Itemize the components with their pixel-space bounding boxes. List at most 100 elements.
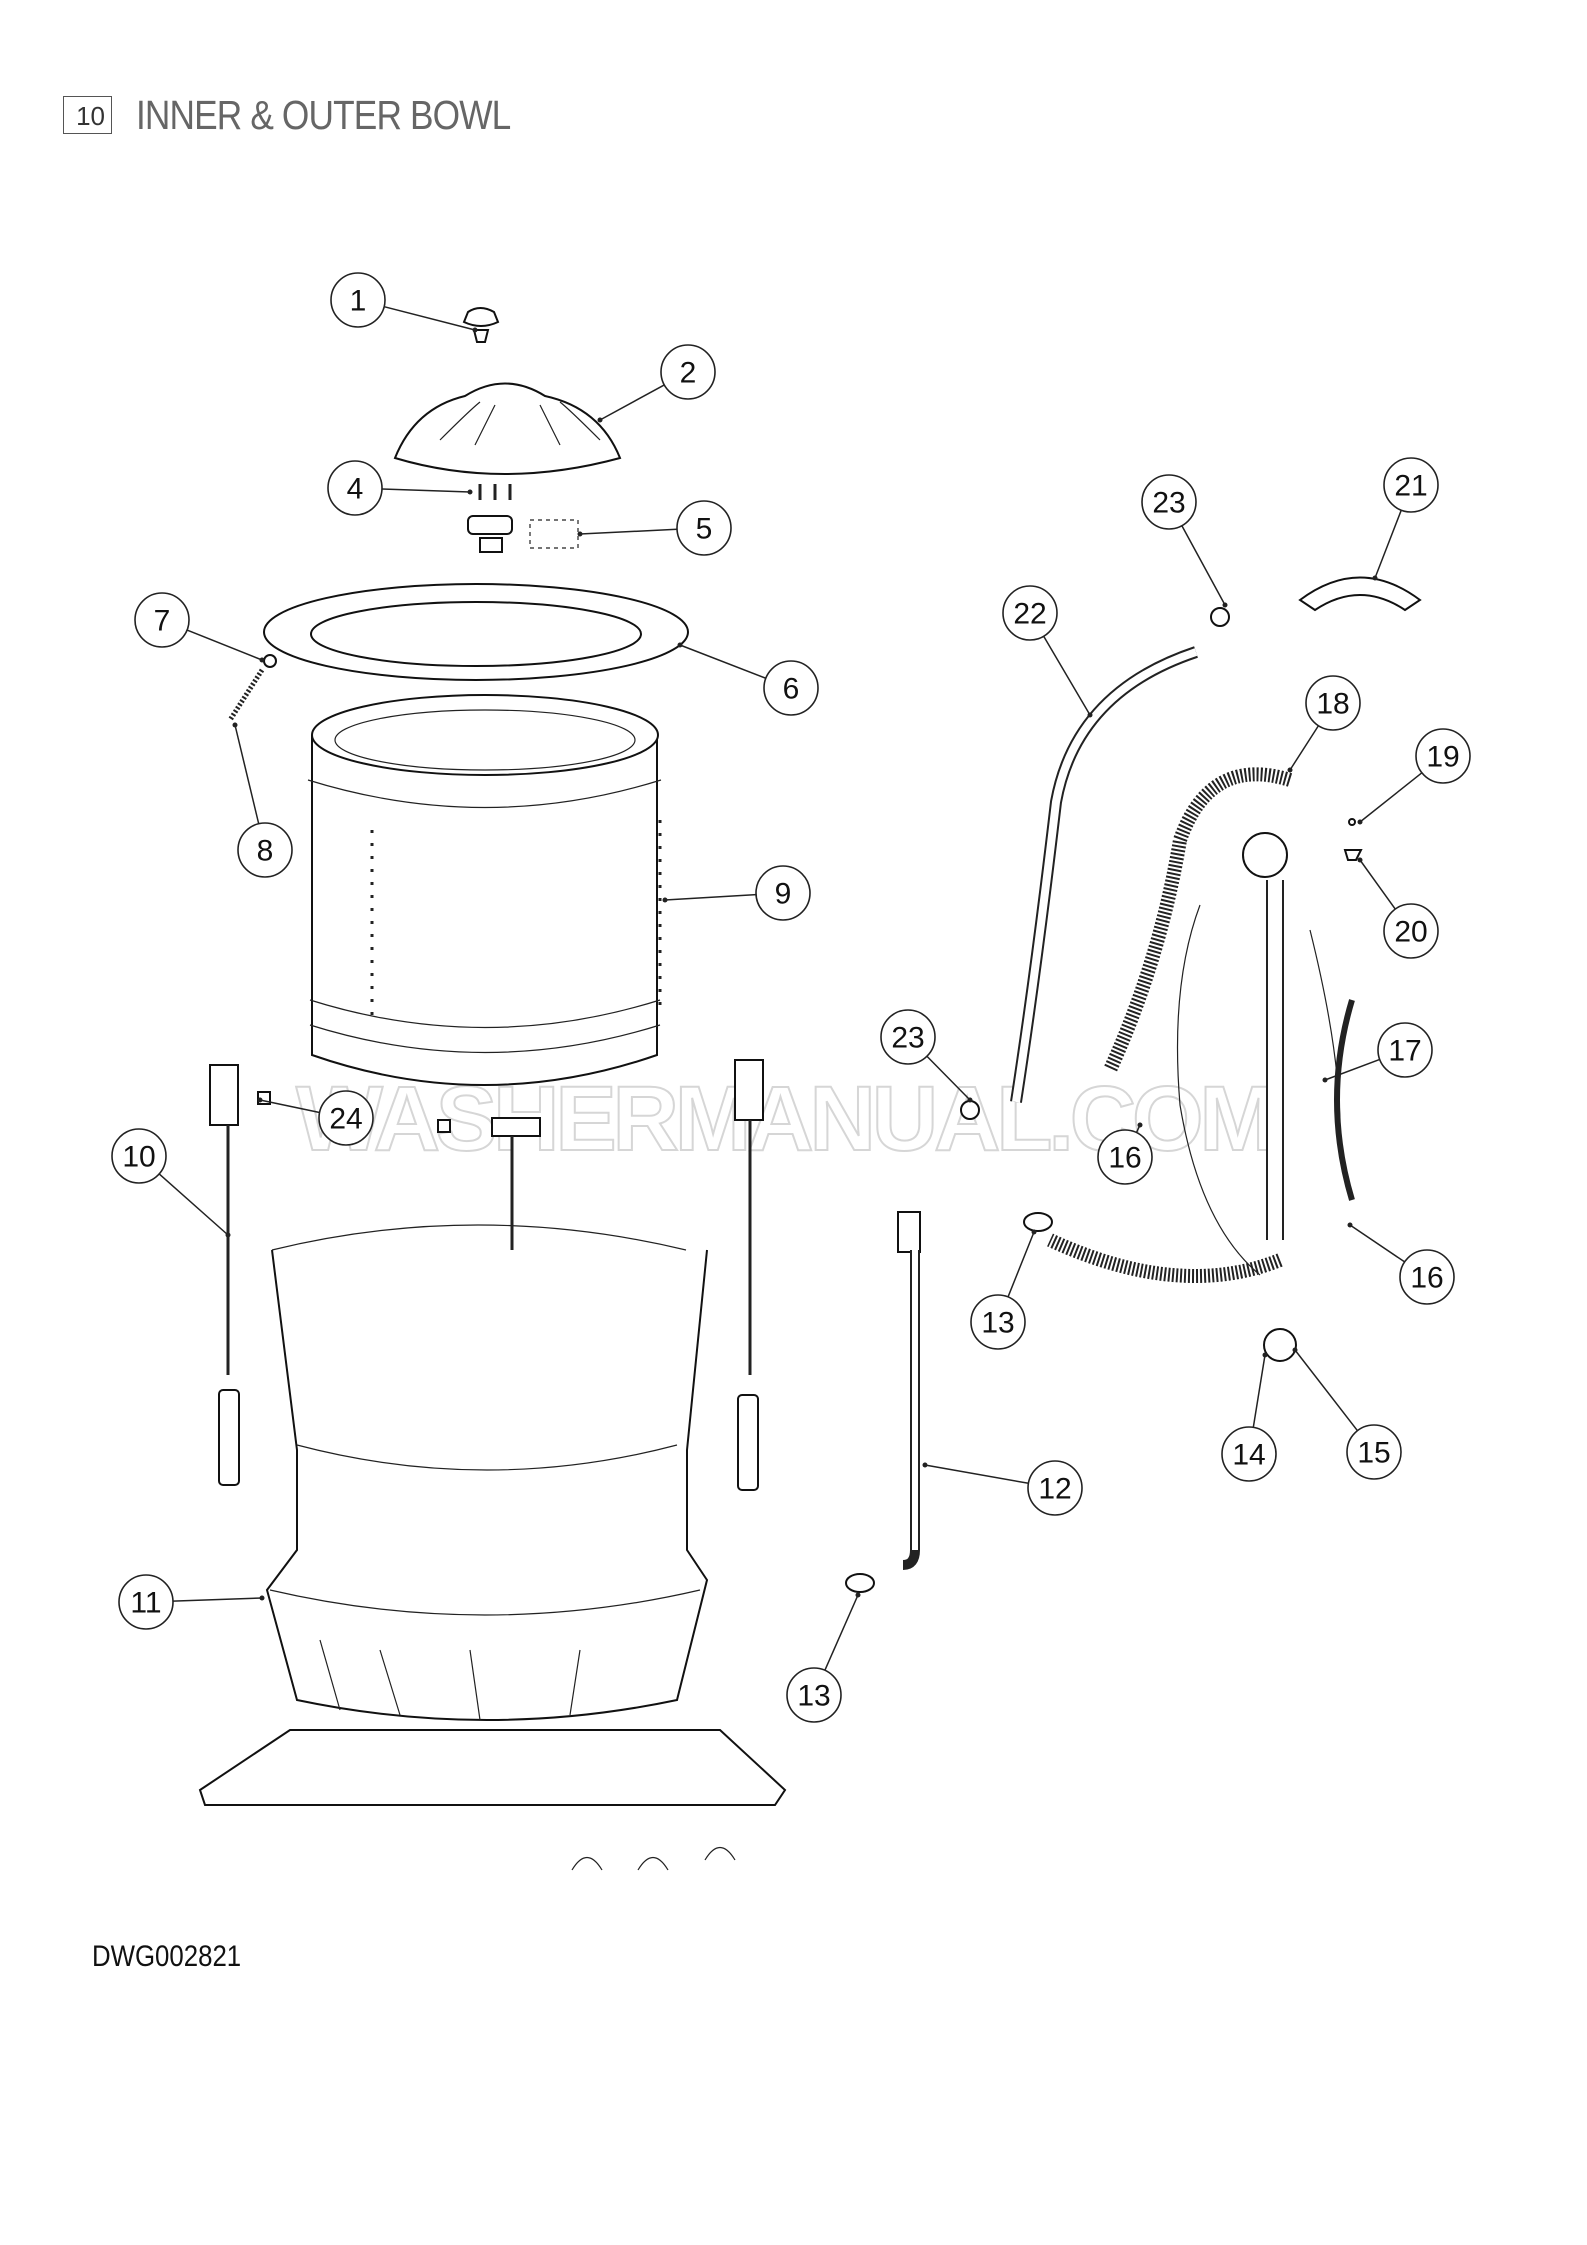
part-drain-assembly-18 xyxy=(1047,767,1363,1362)
callout-number: 13 xyxy=(797,1680,830,1713)
leader-line xyxy=(679,644,767,679)
leader-arrow xyxy=(257,1097,263,1103)
callout-2: 2 xyxy=(660,344,716,400)
callout-number: 22 xyxy=(1013,598,1046,631)
callout-circle xyxy=(880,1009,936,1065)
leader-arrow xyxy=(472,327,478,333)
callout-number: 20 xyxy=(1394,916,1427,949)
leader-arrow xyxy=(662,897,668,903)
callout-number: 16 xyxy=(1410,1262,1443,1295)
part-tube-12 xyxy=(897,1211,921,1570)
callout-24: 24 xyxy=(318,1090,374,1146)
callout-number: 1 xyxy=(350,285,367,318)
callout-circle xyxy=(118,1574,174,1630)
callout-circle xyxy=(1383,457,1439,513)
callout-16: 16 xyxy=(1097,1129,1153,1185)
part-outer-tub-11 xyxy=(265,1224,709,1721)
callout-number: 6 xyxy=(783,673,800,706)
part-inner-bowl-9 xyxy=(307,694,662,1086)
leader-line xyxy=(259,1099,320,1114)
leader-line xyxy=(1007,1231,1035,1298)
leader-line xyxy=(1289,725,1320,771)
callout-circle xyxy=(1305,675,1361,731)
callout-17: 17 xyxy=(1377,1022,1433,1078)
leader-line xyxy=(1324,1058,1380,1081)
callout-number: 18 xyxy=(1316,688,1349,721)
callout-13: 13 xyxy=(970,1294,1026,1350)
leader-arrow xyxy=(1087,712,1093,718)
leader-arrow xyxy=(1262,1352,1268,1358)
callout-number: 11 xyxy=(130,1587,161,1620)
leader-line xyxy=(1374,509,1402,579)
callout-number: 17 xyxy=(1388,1035,1421,1068)
leader-arrow xyxy=(467,489,473,495)
callout-number: 7 xyxy=(154,605,171,638)
callout-circle xyxy=(660,344,716,400)
leader-arrow xyxy=(225,1232,231,1238)
callout-circle xyxy=(134,592,190,648)
callout-circle xyxy=(1377,1022,1433,1078)
leader-arrow xyxy=(577,531,583,537)
leader-line xyxy=(158,1173,229,1236)
leader-arrow xyxy=(259,657,265,663)
leader-arrow xyxy=(1222,602,1228,608)
leader-line xyxy=(926,1055,971,1101)
callout-number: 10 xyxy=(122,1141,155,1174)
leader-line xyxy=(1359,859,1396,910)
leader-arrow xyxy=(1357,857,1363,863)
callout-7: 7 xyxy=(134,592,190,648)
leader-line xyxy=(1359,772,1423,823)
leader-line xyxy=(1181,525,1226,606)
callout-5: 5 xyxy=(676,500,732,556)
callout-circle xyxy=(970,1294,1026,1350)
leader-line xyxy=(1043,635,1091,716)
leader-line xyxy=(1349,1224,1406,1263)
callout-circle xyxy=(755,865,811,921)
callout-circle xyxy=(1383,903,1439,959)
callout-circle xyxy=(763,660,819,716)
part-cap-1 xyxy=(462,307,500,343)
callout-16: 16 xyxy=(1399,1249,1455,1305)
callout-18: 18 xyxy=(1305,675,1361,731)
callout-circle xyxy=(676,500,732,556)
callout-number: 21 xyxy=(1394,470,1427,503)
callout-9: 9 xyxy=(755,865,811,921)
leader-arrow xyxy=(1347,1222,1353,1228)
callout-number: 24 xyxy=(329,1103,362,1136)
leader-arrow xyxy=(1322,1077,1328,1083)
callout-circle xyxy=(1346,1424,1402,1480)
callout-circle xyxy=(1097,1129,1153,1185)
callout-23: 23 xyxy=(1141,474,1197,530)
callout-11: 11 xyxy=(118,1574,174,1630)
callout-circle xyxy=(327,460,383,516)
leader-arrow xyxy=(677,642,683,648)
callout-circle xyxy=(111,1128,167,1184)
leader-arrow xyxy=(597,417,603,423)
callout-circle xyxy=(1221,1426,1277,1482)
callout-20: 20 xyxy=(1383,903,1439,959)
leader-arrow xyxy=(922,1462,928,1468)
callout-number: 9 xyxy=(775,878,792,911)
part-impeller-2 xyxy=(393,382,622,475)
leader-line xyxy=(234,724,260,824)
leader-arrow xyxy=(1357,819,1363,825)
callout-circle xyxy=(1399,1249,1455,1305)
part-balance-ring-6 xyxy=(263,583,689,681)
leader-arrow xyxy=(855,1592,861,1598)
callout-14: 14 xyxy=(1221,1426,1277,1482)
leader-line xyxy=(664,893,757,901)
leader-line xyxy=(381,488,471,493)
part-spring-7-8 xyxy=(227,654,277,722)
leader-arrow xyxy=(1292,1347,1298,1353)
callout-22: 22 xyxy=(1002,585,1058,641)
callout-10: 10 xyxy=(111,1128,167,1184)
callout-number: 12 xyxy=(1038,1473,1071,1506)
leader-arrow xyxy=(967,1097,973,1103)
callout-8: 8 xyxy=(237,822,293,878)
callout-circle xyxy=(330,272,386,328)
callout-number: 15 xyxy=(1357,1437,1390,1470)
part-hub-5 xyxy=(467,515,579,553)
leader-line xyxy=(824,1594,859,1671)
part-inlet-hose-22 xyxy=(960,607,1230,1120)
